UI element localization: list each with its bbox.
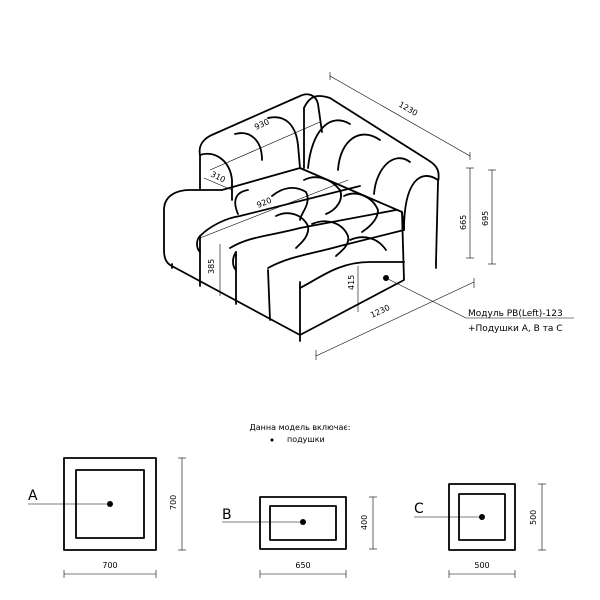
cushion-b-height: 400 — [360, 515, 369, 530]
cushion-c-height: 500 — [529, 510, 538, 525]
cushion-b: B 650 400 — [222, 496, 377, 578]
dim-armrest-depth: 310 — [209, 170, 227, 185]
cushion-a-letter: A — [28, 488, 38, 504]
dim-seat-height: 385 — [207, 259, 216, 274]
cushion-a-width: 700 — [102, 561, 117, 570]
dim-seat-height-right: 415 — [347, 275, 356, 290]
cushion-a-height: 700 — [169, 495, 178, 510]
dim-total-height-outer: 695 — [481, 211, 490, 226]
includes-note: Данна модель включає: подушки — [250, 423, 351, 444]
model-callout: Модуль PB(Left)-123 +Подушки A, B та C — [383, 275, 574, 334]
cushion-b-letter: B — [222, 507, 232, 523]
model-label: Модуль PB(Left)-123 — [468, 309, 563, 319]
cushion-c: C 500 500 — [414, 483, 546, 578]
includes-title: Данна модель включає: — [250, 423, 351, 432]
dim-top-length: 1230 — [397, 100, 419, 118]
cushion-a: A 700 700 — [28, 457, 186, 578]
dim-total-height-inner: 665 — [459, 215, 468, 230]
includes-item: подушки — [287, 435, 325, 444]
sofa-module-drawing — [163, 93, 440, 342]
dim-backrest-width: 930 — [253, 117, 271, 132]
cushion-b-width: 650 — [295, 561, 310, 570]
dim-front-length: 1230 — [369, 303, 391, 320]
cushion-c-letter: C — [414, 501, 424, 517]
cushion-c-width: 500 — [474, 561, 489, 570]
cushions-label: +Подушки A, B та C — [468, 324, 563, 334]
